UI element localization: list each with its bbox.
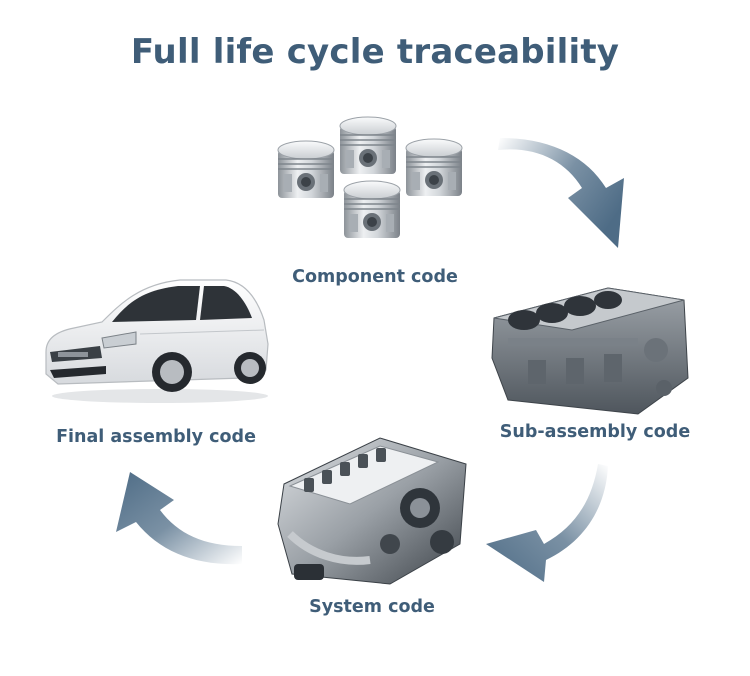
curved-arrow-icon	[112, 470, 248, 570]
component-code-label: Component code	[292, 267, 458, 287]
car-image	[40, 274, 272, 404]
engine-block-image	[488, 278, 692, 418]
curved-arrow-icon	[480, 460, 610, 585]
pistons-image	[268, 108, 474, 258]
system-code-label: System code	[309, 597, 435, 617]
final-assembly-code-label: Final assembly code	[56, 427, 256, 447]
curved-arrow-icon	[490, 138, 630, 253]
diagram-title: Full life cycle traceability	[130, 32, 620, 72]
sub-assembly-code-label: Sub-assembly code	[499, 422, 691, 442]
engine-image	[270, 424, 470, 594]
